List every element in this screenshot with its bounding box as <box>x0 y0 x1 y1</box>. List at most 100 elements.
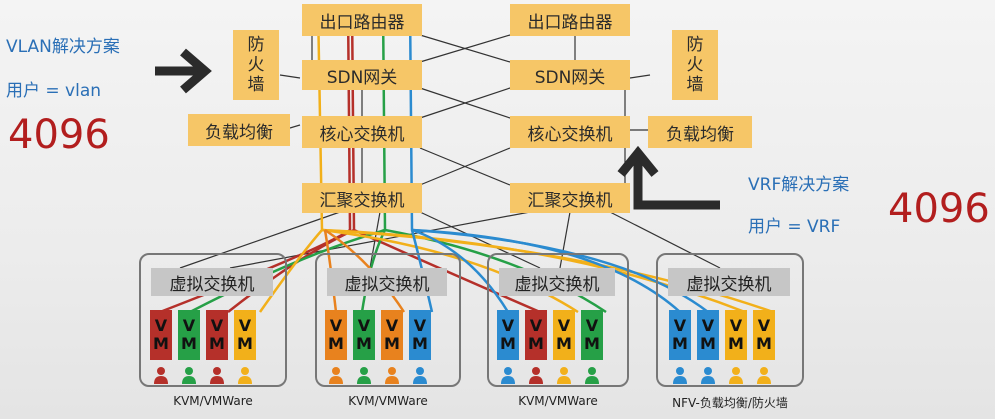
vrf-count: 4096 <box>888 186 990 232</box>
vm-letter: M <box>500 334 516 353</box>
right-arrow-head <box>617 145 659 177</box>
vm-letter: M <box>384 334 400 353</box>
user-icon <box>357 367 371 384</box>
vm-letter: M <box>153 334 169 353</box>
vm-letter: V <box>238 316 252 335</box>
fw-link <box>279 74 301 79</box>
right-firewall: 防 火 墙 <box>672 30 718 100</box>
vm-letter: V <box>557 316 571 335</box>
cross-link <box>419 34 511 63</box>
host-2 <box>315 253 461 387</box>
vm-letter: V <box>329 316 343 335</box>
cross-link <box>419 147 511 186</box>
host-3 <box>487 253 629 387</box>
right-load-balancer: 负载均衡 <box>648 116 752 148</box>
vm-letter: V <box>385 316 399 335</box>
tenant-link-orange <box>323 229 338 313</box>
cross-link <box>419 87 511 119</box>
firewall-char: 墙 <box>247 75 265 95</box>
vm-letter: M <box>237 334 253 353</box>
user-icon <box>210 367 224 384</box>
user-icon <box>529 367 543 384</box>
vm-letter: V <box>585 316 599 335</box>
left-firewall: 防 火 墙 <box>233 30 279 100</box>
vrf-user-formula: 用户 = VRF <box>748 217 841 237</box>
virtual-switch: 虚拟交换机 <box>499 268 615 296</box>
firewall-char: 防 <box>686 35 704 55</box>
right-arrow-shaft <box>633 160 720 210</box>
vlan-user-formula: 用户 = vlan <box>6 81 102 101</box>
virtual-switch: 虚拟交换机 <box>327 268 447 296</box>
virtual-switch: 虚拟交换机 <box>668 268 790 296</box>
vm-letter: M <box>528 334 544 353</box>
vm-letter: V <box>673 316 687 335</box>
vm-letter: V <box>529 316 543 335</box>
vm-letter: V <box>701 316 715 335</box>
fw-link <box>629 74 651 79</box>
vm-letter: V <box>413 316 427 335</box>
vm-letter: M <box>700 334 716 353</box>
agg-link <box>419 211 541 269</box>
left-egress-router: 出口路由器 <box>302 4 422 36</box>
vm-letter: M <box>756 334 772 353</box>
user-icon <box>673 367 687 384</box>
vm-letter: M <box>209 334 225 353</box>
host-label: KVM/VMWare <box>518 394 598 408</box>
vm-letter: M <box>584 334 600 353</box>
user-icon <box>154 367 168 384</box>
host-4 <box>656 253 804 387</box>
right-egress-router: 出口路由器 <box>510 4 630 36</box>
vm-letter: V <box>729 316 743 335</box>
user-icon <box>585 367 599 384</box>
vm-letter: V <box>182 316 196 335</box>
user-icon <box>329 367 343 384</box>
left-core-switch: 核心交换机 <box>302 116 422 148</box>
vm-letter: M <box>728 334 744 353</box>
vm-letter: V <box>154 316 168 335</box>
vm-letter: M <box>181 334 197 353</box>
firewall-char: 火 <box>686 55 704 75</box>
vm-letter: M <box>556 334 572 353</box>
tenant-link-yellow <box>258 4 324 313</box>
user-icon <box>557 367 571 384</box>
vrf-solution-title: VRF解决方案 <box>748 175 850 195</box>
host-label: KVM/VMWare <box>173 394 253 408</box>
user-icon <box>501 367 515 384</box>
user-icon <box>238 367 252 384</box>
user-icon <box>701 367 715 384</box>
user-icon <box>729 367 743 384</box>
host-label: NFV-负载均衡/防火墙 <box>672 396 788 410</box>
user-icon <box>385 367 399 384</box>
right-aggregation-switch: 汇聚交换机 <box>510 183 630 213</box>
tenant-link-green <box>360 229 387 313</box>
tenant-link-orange <box>324 228 406 313</box>
user-icon <box>413 367 427 384</box>
vm-letter: V <box>357 316 371 335</box>
vm-letter: V <box>757 316 771 335</box>
host-1 <box>139 253 287 387</box>
vlan-solution-title: VLAN解决方案 <box>6 37 120 57</box>
lb-link <box>289 124 301 129</box>
vm-letter: M <box>328 334 344 353</box>
right-core-switch: 核心交换机 <box>510 116 630 148</box>
vm-letter: V <box>210 316 224 335</box>
tenant-link-blue <box>411 228 510 313</box>
vm-letter: V <box>501 316 515 335</box>
virtual-switch: 虚拟交换机 <box>151 268 273 296</box>
user-icon <box>182 367 196 384</box>
vm-letter: M <box>412 334 428 353</box>
agg-link <box>609 211 721 269</box>
vm-letter: M <box>356 334 372 353</box>
user-icon <box>757 367 771 384</box>
